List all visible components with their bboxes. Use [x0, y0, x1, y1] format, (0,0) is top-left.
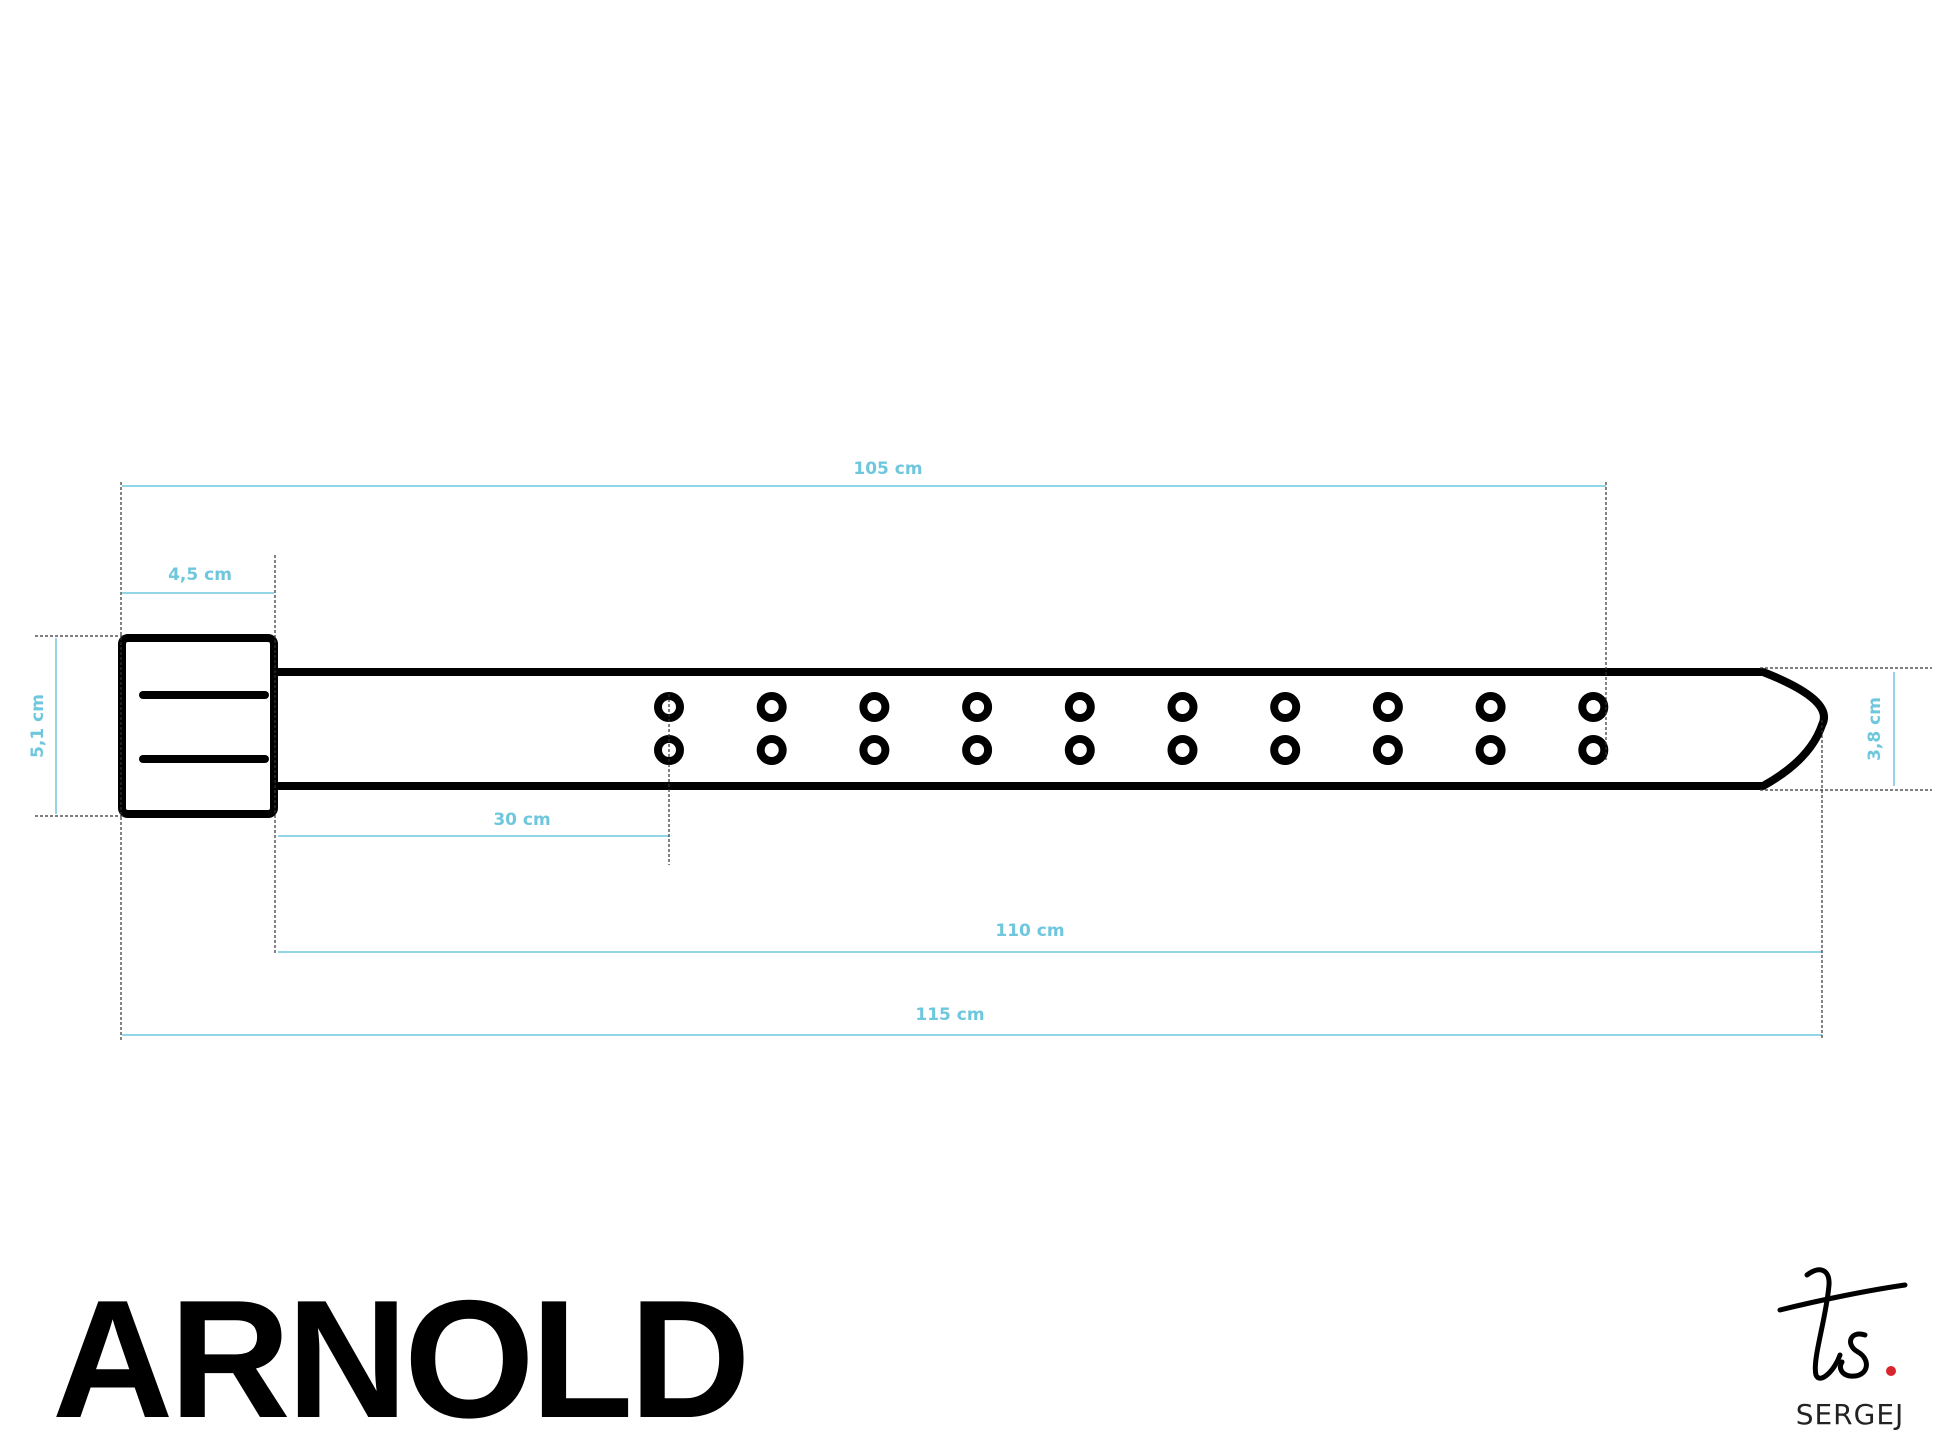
belt-hole	[1064, 735, 1095, 765]
belt-hole	[1167, 735, 1198, 765]
belt-hole	[1475, 692, 1506, 722]
dim-label-110: 110 cm	[995, 921, 1064, 941]
dim-label-30: 30 cm	[493, 810, 550, 830]
belt-hole	[1064, 692, 1095, 722]
logo-dot	[1886, 1366, 1896, 1376]
brand-name: SERGEJ	[1795, 1398, 1905, 1431]
extension-lines	[35, 482, 1932, 1040]
ts-monogram-logo-icon	[1777, 1267, 1908, 1381]
dim-label-105: 105 cm	[853, 459, 922, 479]
belt-hole	[756, 735, 787, 765]
belt-hole	[1578, 735, 1609, 765]
belt-hole	[1372, 692, 1403, 722]
belt-buckle	[118, 634, 278, 818]
belt-hole	[1475, 735, 1506, 765]
dim-label-5-1: 5,1 cm	[28, 694, 48, 758]
belt-hole	[859, 692, 890, 722]
belt-strap	[276, 668, 1828, 790]
belt-hole	[1270, 692, 1301, 722]
product-title: ARNOLD	[52, 1265, 751, 1453]
dim-label-4-5: 4,5 cm	[168, 565, 232, 585]
belt-hole	[859, 735, 890, 765]
belt-hole	[1578, 692, 1609, 722]
belt-hole	[962, 735, 993, 765]
belt-hole	[962, 692, 993, 722]
belt-hole	[1270, 735, 1301, 765]
dim-label-3-8: 3,8 cm	[1865, 697, 1885, 761]
belt-hole	[1372, 735, 1403, 765]
dim-label-115: 115 cm	[915, 1005, 984, 1025]
belt-hole	[1167, 692, 1198, 722]
belt-holes	[654, 692, 1609, 765]
belt-hole	[756, 692, 787, 722]
dimension-lines	[55, 485, 1895, 1036]
